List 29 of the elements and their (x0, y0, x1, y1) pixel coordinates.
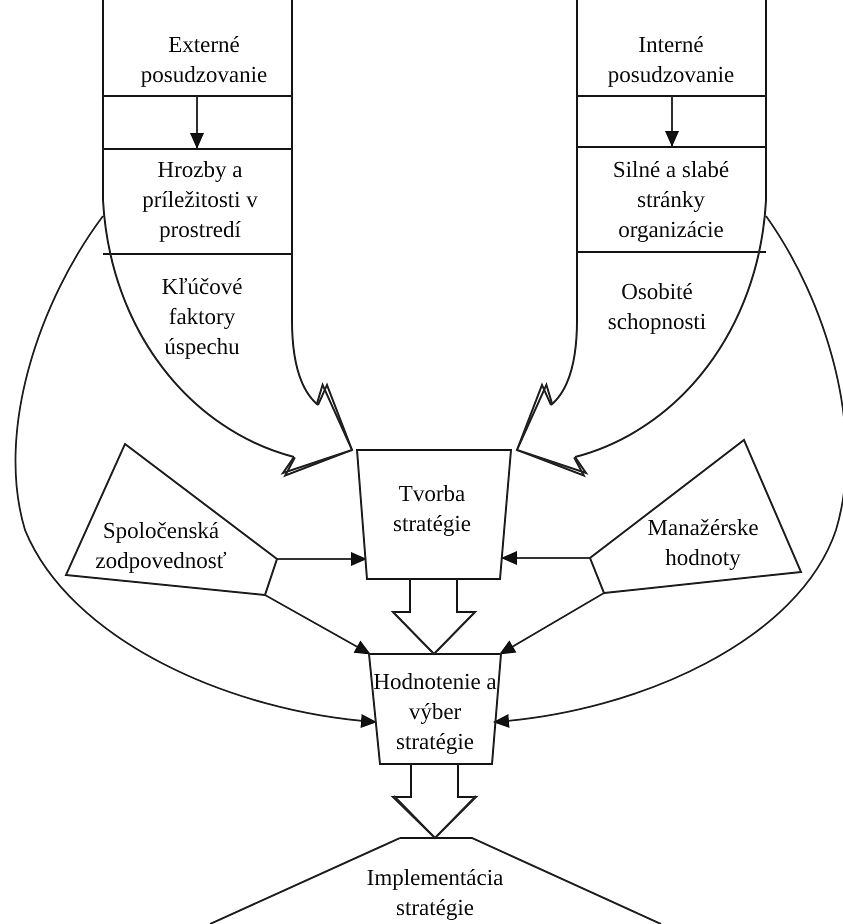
arrow (190, 97, 204, 149)
block-arrow (516, 382, 589, 476)
arrow (501, 551, 590, 565)
pentagon-shape (66, 443, 278, 596)
box-label: Silné a slabé stránky organizácie (612, 156, 730, 244)
box-label: Osobité schopnosti (606, 278, 708, 336)
pentagon-shape (589, 439, 802, 594)
trapezoid-box (356, 449, 512, 580)
section-box (103, 148, 292, 255)
curved-arrow (493, 216, 843, 728)
box-label: Interné posudzovanie (606, 31, 736, 89)
box-label: Hrozby a príležitosti v prostredí (141, 156, 259, 244)
arrow (277, 552, 367, 566)
block-arrow (280, 382, 353, 476)
arrow (665, 97, 679, 147)
arrow (264, 594, 371, 655)
box-label: Hodnotenie a výber stratégie (372, 668, 498, 756)
arrow (499, 592, 604, 655)
box-label: Spoločenská zodpovednosť (94, 517, 228, 575)
box-label: Implementácia stratégie (366, 864, 504, 922)
trapezoid-box (368, 653, 502, 765)
block-arrow (390, 764, 478, 839)
block-arrow (390, 579, 478, 655)
section-box (577, 146, 766, 253)
box-label: Kľúčové faktory úspechu (160, 273, 244, 361)
box-label: Externé posudzovanie (140, 31, 268, 89)
curved-arrow (14, 215, 377, 728)
box-label: Manažérske hodnoty (646, 514, 760, 572)
box-label: Tvorba stratégie (392, 480, 472, 538)
